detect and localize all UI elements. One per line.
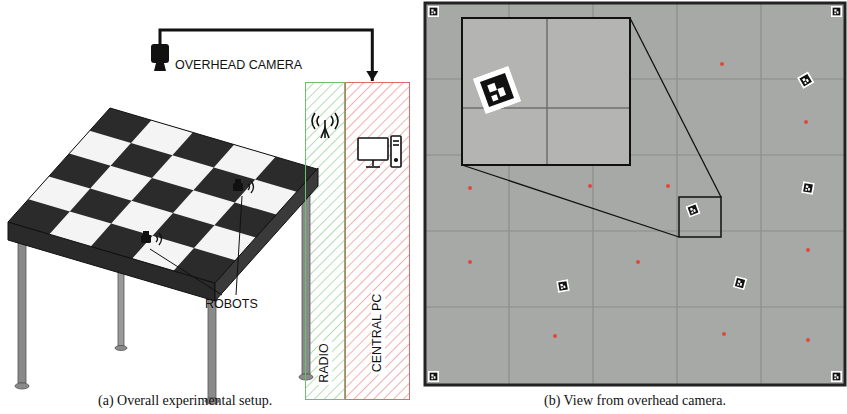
- camera-node: OVERHEAD CAMERA: [151, 44, 169, 72]
- pc-icon: [358, 136, 401, 167]
- part-label: ROBOTS: [205, 298, 258, 312]
- robot: [233, 179, 254, 193]
- leader-line: [150, 249, 222, 295]
- figure-caption: (b) View from overhead camera.: [544, 393, 726, 408]
- leader-line: [236, 196, 242, 295]
- central-pc-band: CENTRAL PC: [345, 82, 410, 400]
- pc-hatch: [345, 82, 410, 400]
- robot: [141, 231, 162, 245]
- camera-photo: [425, 3, 845, 385]
- camera-icon: [151, 44, 169, 72]
- radio-icon: [312, 113, 338, 138]
- figure-caption: (a) Overall experimental setup.: [98, 393, 272, 408]
- radio-band: RADIO: [305, 82, 345, 400]
- radio-hatch: [305, 82, 345, 400]
- node-label: CENTRAL PC: [371, 292, 385, 375]
- node-label: RADIO: [318, 341, 332, 385]
- signal-arrow: [160, 30, 372, 81]
- node-label: OVERHEAD CAMERA: [175, 59, 302, 73]
